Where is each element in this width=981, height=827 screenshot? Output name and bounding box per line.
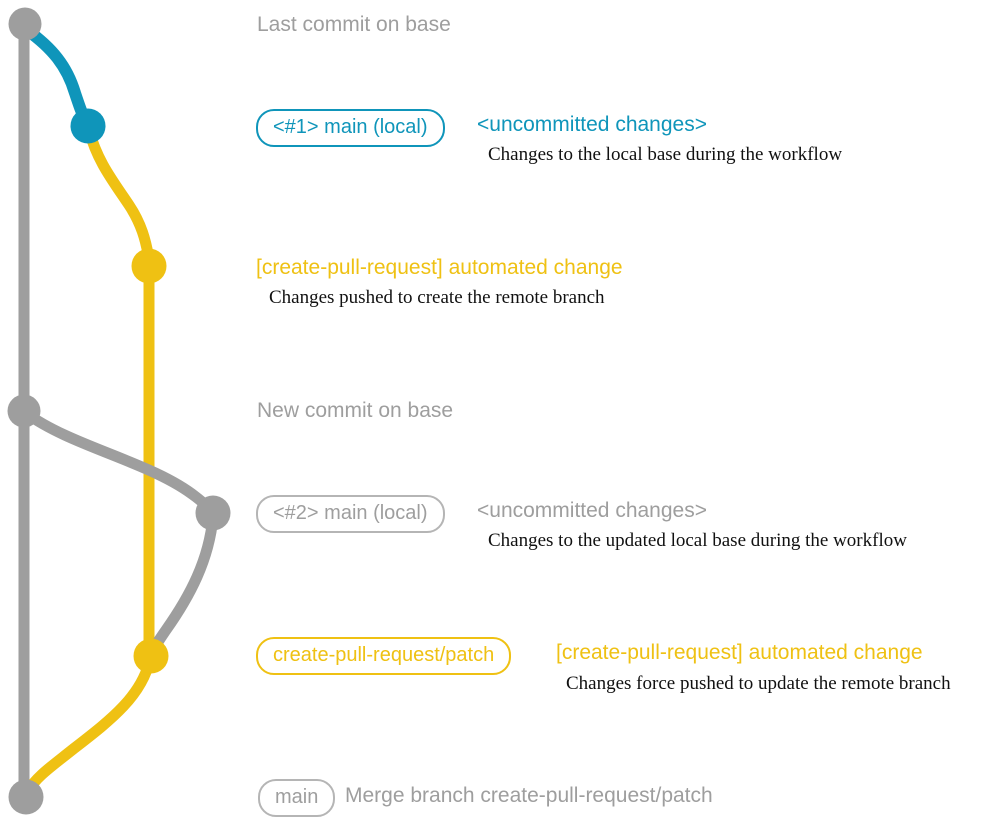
commit-node-local-2 xyxy=(195,495,231,531)
automated-change-description-2: Changes force pushed to update the remot… xyxy=(566,673,951,694)
commit-node-patch-1 xyxy=(131,248,167,284)
commit-graph xyxy=(7,7,231,815)
branch-badge-main-local-2: <#2> main (local) xyxy=(256,495,445,533)
automated-change-heading-1: [create-pull-request] automated change xyxy=(256,256,623,279)
last-commit-title: Last commit on base xyxy=(257,13,451,36)
uncommitted-changes-description-2: Changes to the updated local base during… xyxy=(488,530,907,551)
commit-node-local-1 xyxy=(70,108,106,144)
branch-badge-patch: create-pull-request/patch xyxy=(256,637,512,675)
branch-badge-main-local-1: <#1> main (local) xyxy=(256,109,445,147)
merge-edge xyxy=(22,653,156,797)
uncommitted-changes-heading-1: <uncommitted changes> xyxy=(477,113,707,136)
local-branch-edge-1 xyxy=(21,24,93,129)
automated-change-heading-2: [create-pull-request] automated change xyxy=(556,641,923,664)
patch-edge-1 xyxy=(83,124,155,266)
uncommitted-changes-description-1: Changes to the local base during the wor… xyxy=(488,144,843,165)
commit-node-patch-2 xyxy=(133,638,169,674)
update-edge xyxy=(147,511,219,658)
commit-node-last-base xyxy=(8,7,42,41)
commit-node-merge xyxy=(8,779,44,815)
automated-change-description-1: Changes pushed to create the remote bran… xyxy=(269,287,605,308)
commit-node-new-base xyxy=(7,394,41,428)
uncommitted-changes-heading-2: <uncommitted changes> xyxy=(477,499,707,522)
merge-commit-message: Merge branch create-pull-request/patch xyxy=(345,784,713,807)
new-commit-title: New commit on base xyxy=(257,399,454,422)
local-branch-edge-2 xyxy=(20,407,218,518)
branch-badge-main: main xyxy=(258,779,336,817)
